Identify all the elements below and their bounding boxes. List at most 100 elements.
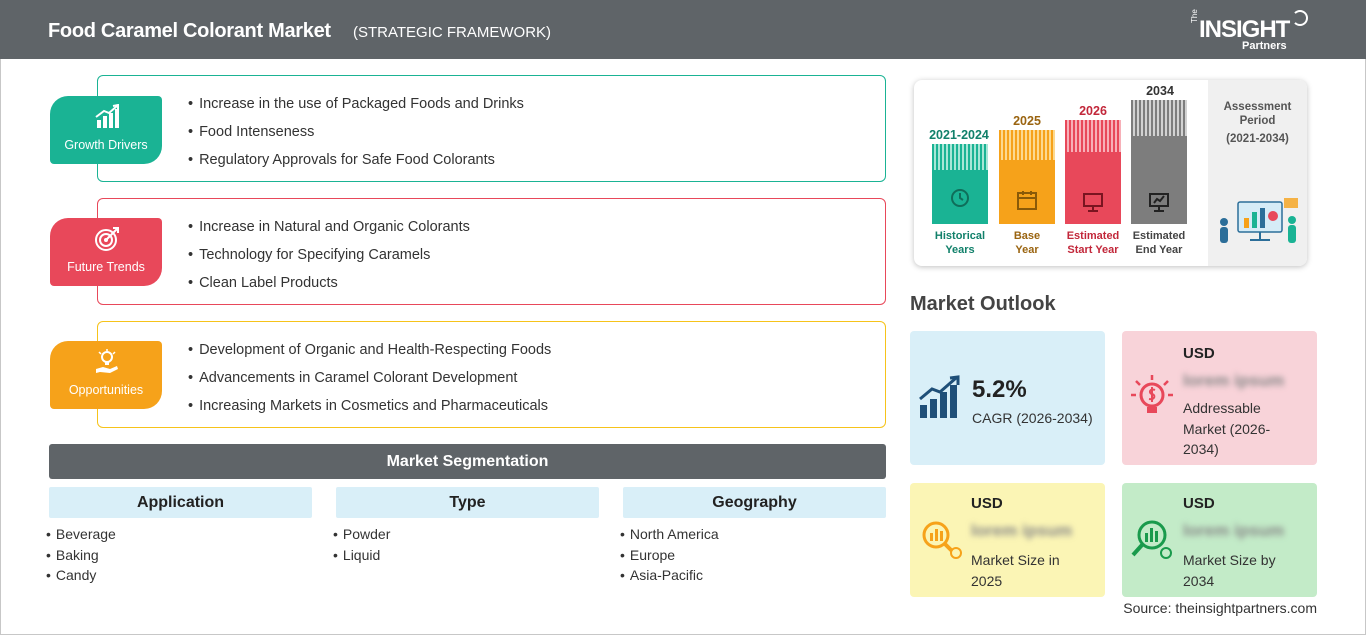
segment-geography: Geography North America Europe Asia-Paci… [623,487,886,586]
size-2025-usd: USD [971,495,1003,512]
future-trends-badge: Future Trends [50,218,162,286]
market-segmentation-header: Market Segmentation [49,444,886,479]
presentation-icon [1083,193,1103,212]
insight-partners-logo[interactable]: The INSIGHT Partners [1190,9,1310,54]
timeline-year: 2026 [1079,104,1107,118]
target-icon [95,227,119,251]
list-item: Powder [333,524,599,545]
growth-drivers-box: Increase in the use of Packaged Foods an… [97,75,886,182]
list-item: Technology for Specifying Caramels [188,245,470,273]
timeline-bar-end [1131,100,1187,224]
list-item: Advancements in Caramel Colorant Develop… [188,368,551,396]
assessment-title: Assessment Period [1223,101,1292,127]
list-item: North America [620,524,886,545]
calendar-icon [1017,191,1037,210]
caption-line: Historical [934,230,986,242]
future-trends-label: Future Trends [67,260,145,274]
size-2025-label: Market Size in 2025 [971,552,1060,589]
caption-line: End Year [1135,244,1183,256]
page-subtitle: (STRATEGIC FRAMEWORK) [353,24,552,41]
list-item: Increase in the use of Packaged Foods an… [188,94,524,122]
logo-arc-icon [1292,10,1308,26]
timeline-year: 2034 [1146,84,1174,98]
list-item: Europe [620,545,886,566]
caption-line: Estimated [1132,230,1186,242]
segment-type: Type Powder Liquid [336,487,599,565]
market-outlook-title: Market Outlook [910,293,1056,315]
market-size-2034-card: USD lorem ipsum Market Size by 2034 [1122,483,1317,597]
page-title: Food Caramel Colorant Market [48,20,331,42]
size-2034-usd: USD [1183,495,1215,512]
timeline-bar-start [1065,120,1121,224]
analytics-people-icon [1220,198,1298,243]
logo-the: The [1190,9,1199,23]
growth-drivers-list: Increase in the use of Packaged Foods an… [188,94,524,178]
cagr-card: 5.2% CAGR (2026-2034) [910,331,1105,465]
history-icon [951,189,969,207]
segment-list: Beverage Baking Candy [49,524,312,586]
size-2034-label: Market Size by 2034 [1183,552,1276,589]
list-item: Beverage [46,524,312,545]
caption-line: Base [1013,230,1041,242]
list-item: Regulatory Approvals for Safe Food Color… [188,150,524,178]
lightbulb-hand-icon [96,349,118,373]
segment-head: Type [336,487,599,518]
cagr-label: CAGR (2026-2034) [972,410,1093,426]
timeline-caption: Base Year [992,229,1062,257]
list-item: Baking [46,545,312,566]
magnifier-chart-icon [1131,520,1172,559]
header-bar: Food Caramel Colorant Market (STRATEGIC … [0,0,1366,59]
magnifier-money-icon [922,521,962,559]
assessment-period: Assessment Period (2021-2034) [1208,80,1307,266]
caption-line: Year [1015,244,1039,256]
segment-list: Powder Liquid [336,524,599,565]
timeline-caption: Estimated End Year [1124,229,1194,257]
timeline-bar-base [999,130,1055,224]
list-item: Food Intenseness [188,122,524,150]
source-credit: Source: theinsightpartners.com [1123,600,1317,616]
caption-line: Estimated [1066,230,1120,242]
addressable-value: lorem ipsum [1183,371,1285,390]
timeline-caption: Estimated Start Year [1058,229,1128,257]
opportunities-badge: Opportunities [50,341,162,409]
timeline-caption: Historical Years [925,229,995,257]
segment-head: Geography [623,487,886,518]
list-item: Asia-Pacific [620,565,886,586]
addressable-label: Addressable Market (2026-2034) [1183,400,1271,457]
segment-head: Application [49,487,312,518]
opportunities-list: Development of Organic and Health-Respec… [188,340,551,424]
growth-chart-icon [95,104,119,128]
addressable-usd: USD [1183,345,1215,362]
future-trends-box: Increase in Natural and Organic Colorant… [97,198,886,305]
opportunities-label: Opportunities [68,383,144,397]
list-item: Liquid [333,545,599,566]
monitor-chart-icon [1149,193,1169,212]
segment-list: North America Europe Asia-Pacific [623,524,886,586]
caption-line: Start Year [1067,244,1119,256]
timeline-year: 2025 [1013,114,1041,128]
list-item: Development of Organic and Health-Respec… [188,340,551,368]
segment-application: Application Beverage Baking Candy [49,487,312,586]
growth-drivers-label: Growth Drivers [64,138,148,152]
logo-partners: Partners [1242,40,1287,52]
opportunities-box: Development of Organic and Health-Respec… [97,321,886,428]
cagr-value: 5.2% [972,376,1027,403]
timeline-panel: 2021-2024 Historical Years 2025 Base Yea… [914,80,1307,266]
list-item: Candy [46,565,312,586]
future-trends-list: Increase in Natural and Organic Colorant… [188,217,470,301]
list-item: Increasing Markets in Cosmetics and Phar… [188,396,551,424]
addressable-market-card: USD lorem ipsum Addressable Market (2026… [1122,331,1317,465]
caption-line: Years [945,244,975,256]
assessment-years: (2021-2034) [1226,133,1289,145]
market-size-2025-card: USD lorem ipsum Market Size in 2025 [910,483,1105,597]
list-item: Increase in Natural and Organic Colorant… [188,217,470,245]
growth-drivers-badge: Growth Drivers [50,96,162,164]
timeline-year: 2021-2024 [929,128,989,142]
size-2025-value: lorem ipsum [971,521,1073,540]
timeline-bar-historical [932,144,988,224]
size-2034-value: lorem ipsum [1183,521,1285,540]
growth-bars-icon [919,375,960,418]
list-item: Clean Label Products [188,273,470,301]
money-bulb-icon [1131,375,1173,413]
logo-insight: INSIGHT [1199,16,1290,43]
